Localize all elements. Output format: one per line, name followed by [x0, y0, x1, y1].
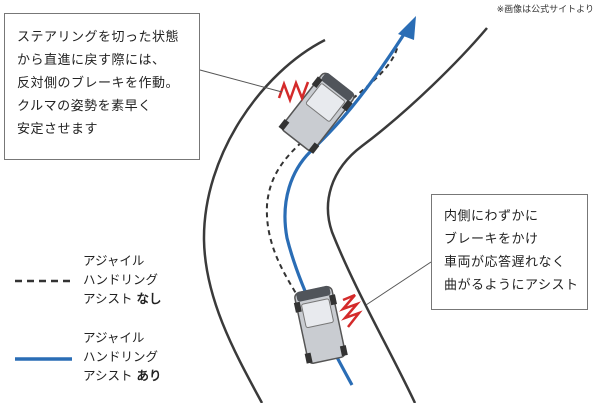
leader-line-top: [199, 69, 283, 93]
legend-without-assist: アジャイル ハンドリング アシスト なし: [83, 251, 162, 308]
callout-top-line: クルマの姿勢を素早く: [17, 99, 152, 114]
legend-text: ハンドリング: [83, 272, 159, 287]
leader-line-right: [365, 261, 432, 306]
legend-text: アジャイル: [83, 253, 145, 268]
road-right-edge: [326, 27, 488, 403]
source-note: ※画像は公式サイトより: [496, 5, 594, 15]
callout-top-line: ステアリングを切った状態: [17, 30, 180, 45]
callout-top: ステアリングを切った状態 から直進に戻す際には、 反対側のブレーキを作動。 クル…: [4, 13, 200, 160]
callout-top-line: 安定させます: [17, 122, 99, 137]
legend-text: アシスト なし: [83, 291, 162, 306]
car-upper: [278, 72, 355, 154]
callout-right-line: ブレーキをかけ: [444, 232, 539, 247]
callout-top-line: 反対側のブレーキを作動。: [17, 76, 180, 91]
legend-with-assist: アジャイル ハンドリング アシスト あり: [83, 328, 162, 385]
arrow-head: [398, 16, 416, 40]
legend-text: アジャイル: [83, 330, 145, 345]
callout-right-line: 内側にわずかに: [444, 209, 539, 224]
brake-mark-upper: [277, 79, 310, 104]
callout-top-line: から直進に戻す際には、: [17, 53, 166, 68]
callout-right-line: 車両が応答遅れなく: [444, 255, 566, 270]
legend-text: アシスト あり: [83, 368, 162, 383]
callout-right-line: 曲がるようにアシスト: [444, 278, 579, 293]
legend-text: ハンドリング: [83, 349, 159, 364]
road-left-edge: [202, 38, 326, 403]
brake-mark-lower: [338, 293, 363, 328]
car-lower: [293, 285, 348, 364]
path-without-assist: [265, 44, 399, 301]
callout-right: 内側にわずかに ブレーキをかけ 車両が応答遅れなく 曲がるようにアシスト: [431, 194, 588, 310]
